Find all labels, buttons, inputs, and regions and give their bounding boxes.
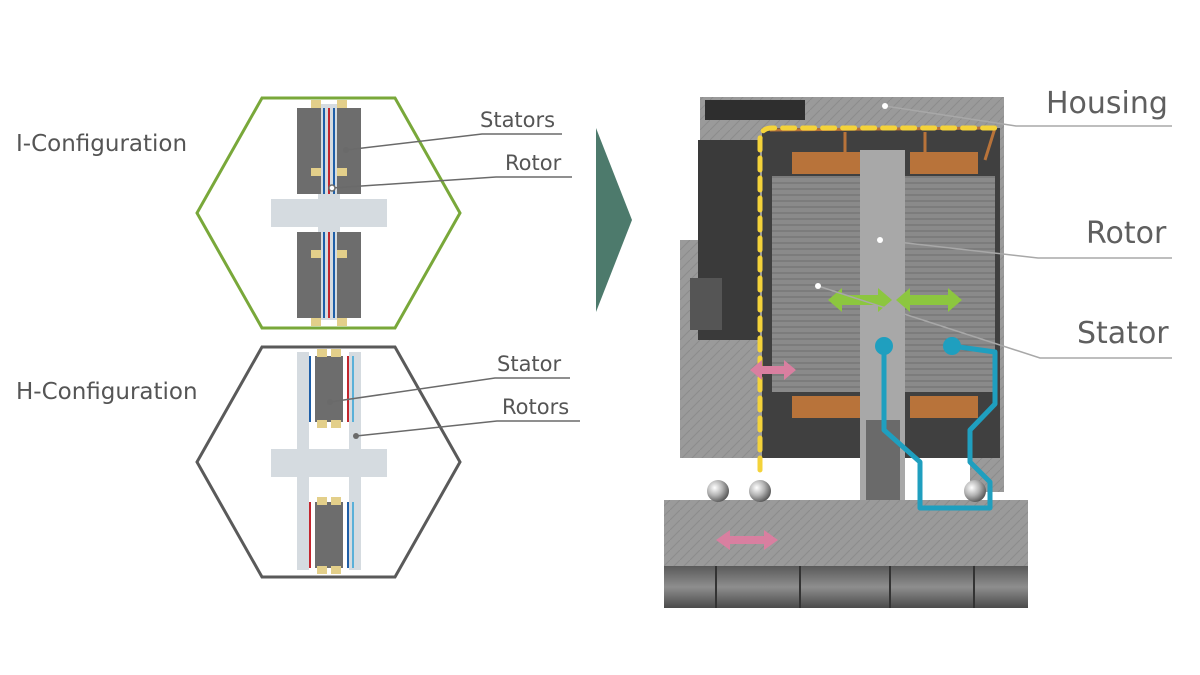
cross-section-label-rotor: Rotor [1086, 216, 1167, 251]
i-config-stator-left [297, 108, 321, 194]
i-config-stators-leader [345, 133, 562, 151]
h-config-diagram [195, 345, 580, 579]
i-config-rotor-leader [331, 176, 572, 189]
stator-right-lamination [905, 176, 995, 392]
i-config-diagram [195, 96, 572, 330]
h-config-rotor-right [349, 352, 361, 570]
yellow-flux-path [757, 125, 998, 473]
cross-section-label-stator: Stator [1077, 316, 1169, 351]
i-config-hex-frame [195, 96, 462, 330]
transition-chevron [596, 128, 632, 312]
winding-bottom-right [910, 396, 978, 418]
h-config-rotor-bar [271, 449, 387, 477]
h-config-hex-frame [195, 345, 462, 579]
h-config-label-stator: Stator [497, 352, 562, 376]
blue-flux-paths [875, 337, 998, 511]
i-config-label-rotor: Rotor [505, 151, 562, 175]
h-config-title: H-Configuration [16, 379, 198, 405]
h-config-label-rotors: Rotors [502, 395, 570, 419]
winding-top-right [910, 152, 978, 174]
i-config-stator-right [337, 108, 361, 194]
h-config-rotors-leader [355, 420, 580, 437]
i-config-title: I-Configuration [16, 131, 188, 157]
i-config-label-stators: Stators [480, 108, 556, 132]
motor-cross-section [664, 97, 1028, 608]
winding-top-left [792, 152, 860, 174]
winding-bottom-left [792, 396, 860, 418]
i-config-stator-left-low [297, 232, 321, 318]
pink-motion-arrows [716, 360, 796, 550]
h-config-stator-upper [315, 356, 343, 422]
cross-section-leaders [817, 105, 1172, 359]
h-config-stator-lower [315, 502, 343, 568]
h-config-rotor-left [297, 352, 309, 570]
h-config-stator-leader [329, 377, 570, 403]
i-config-stator-right-low [337, 232, 361, 318]
cross-section-label-housing: Housing [1046, 86, 1168, 121]
base-plate [664, 500, 1028, 570]
